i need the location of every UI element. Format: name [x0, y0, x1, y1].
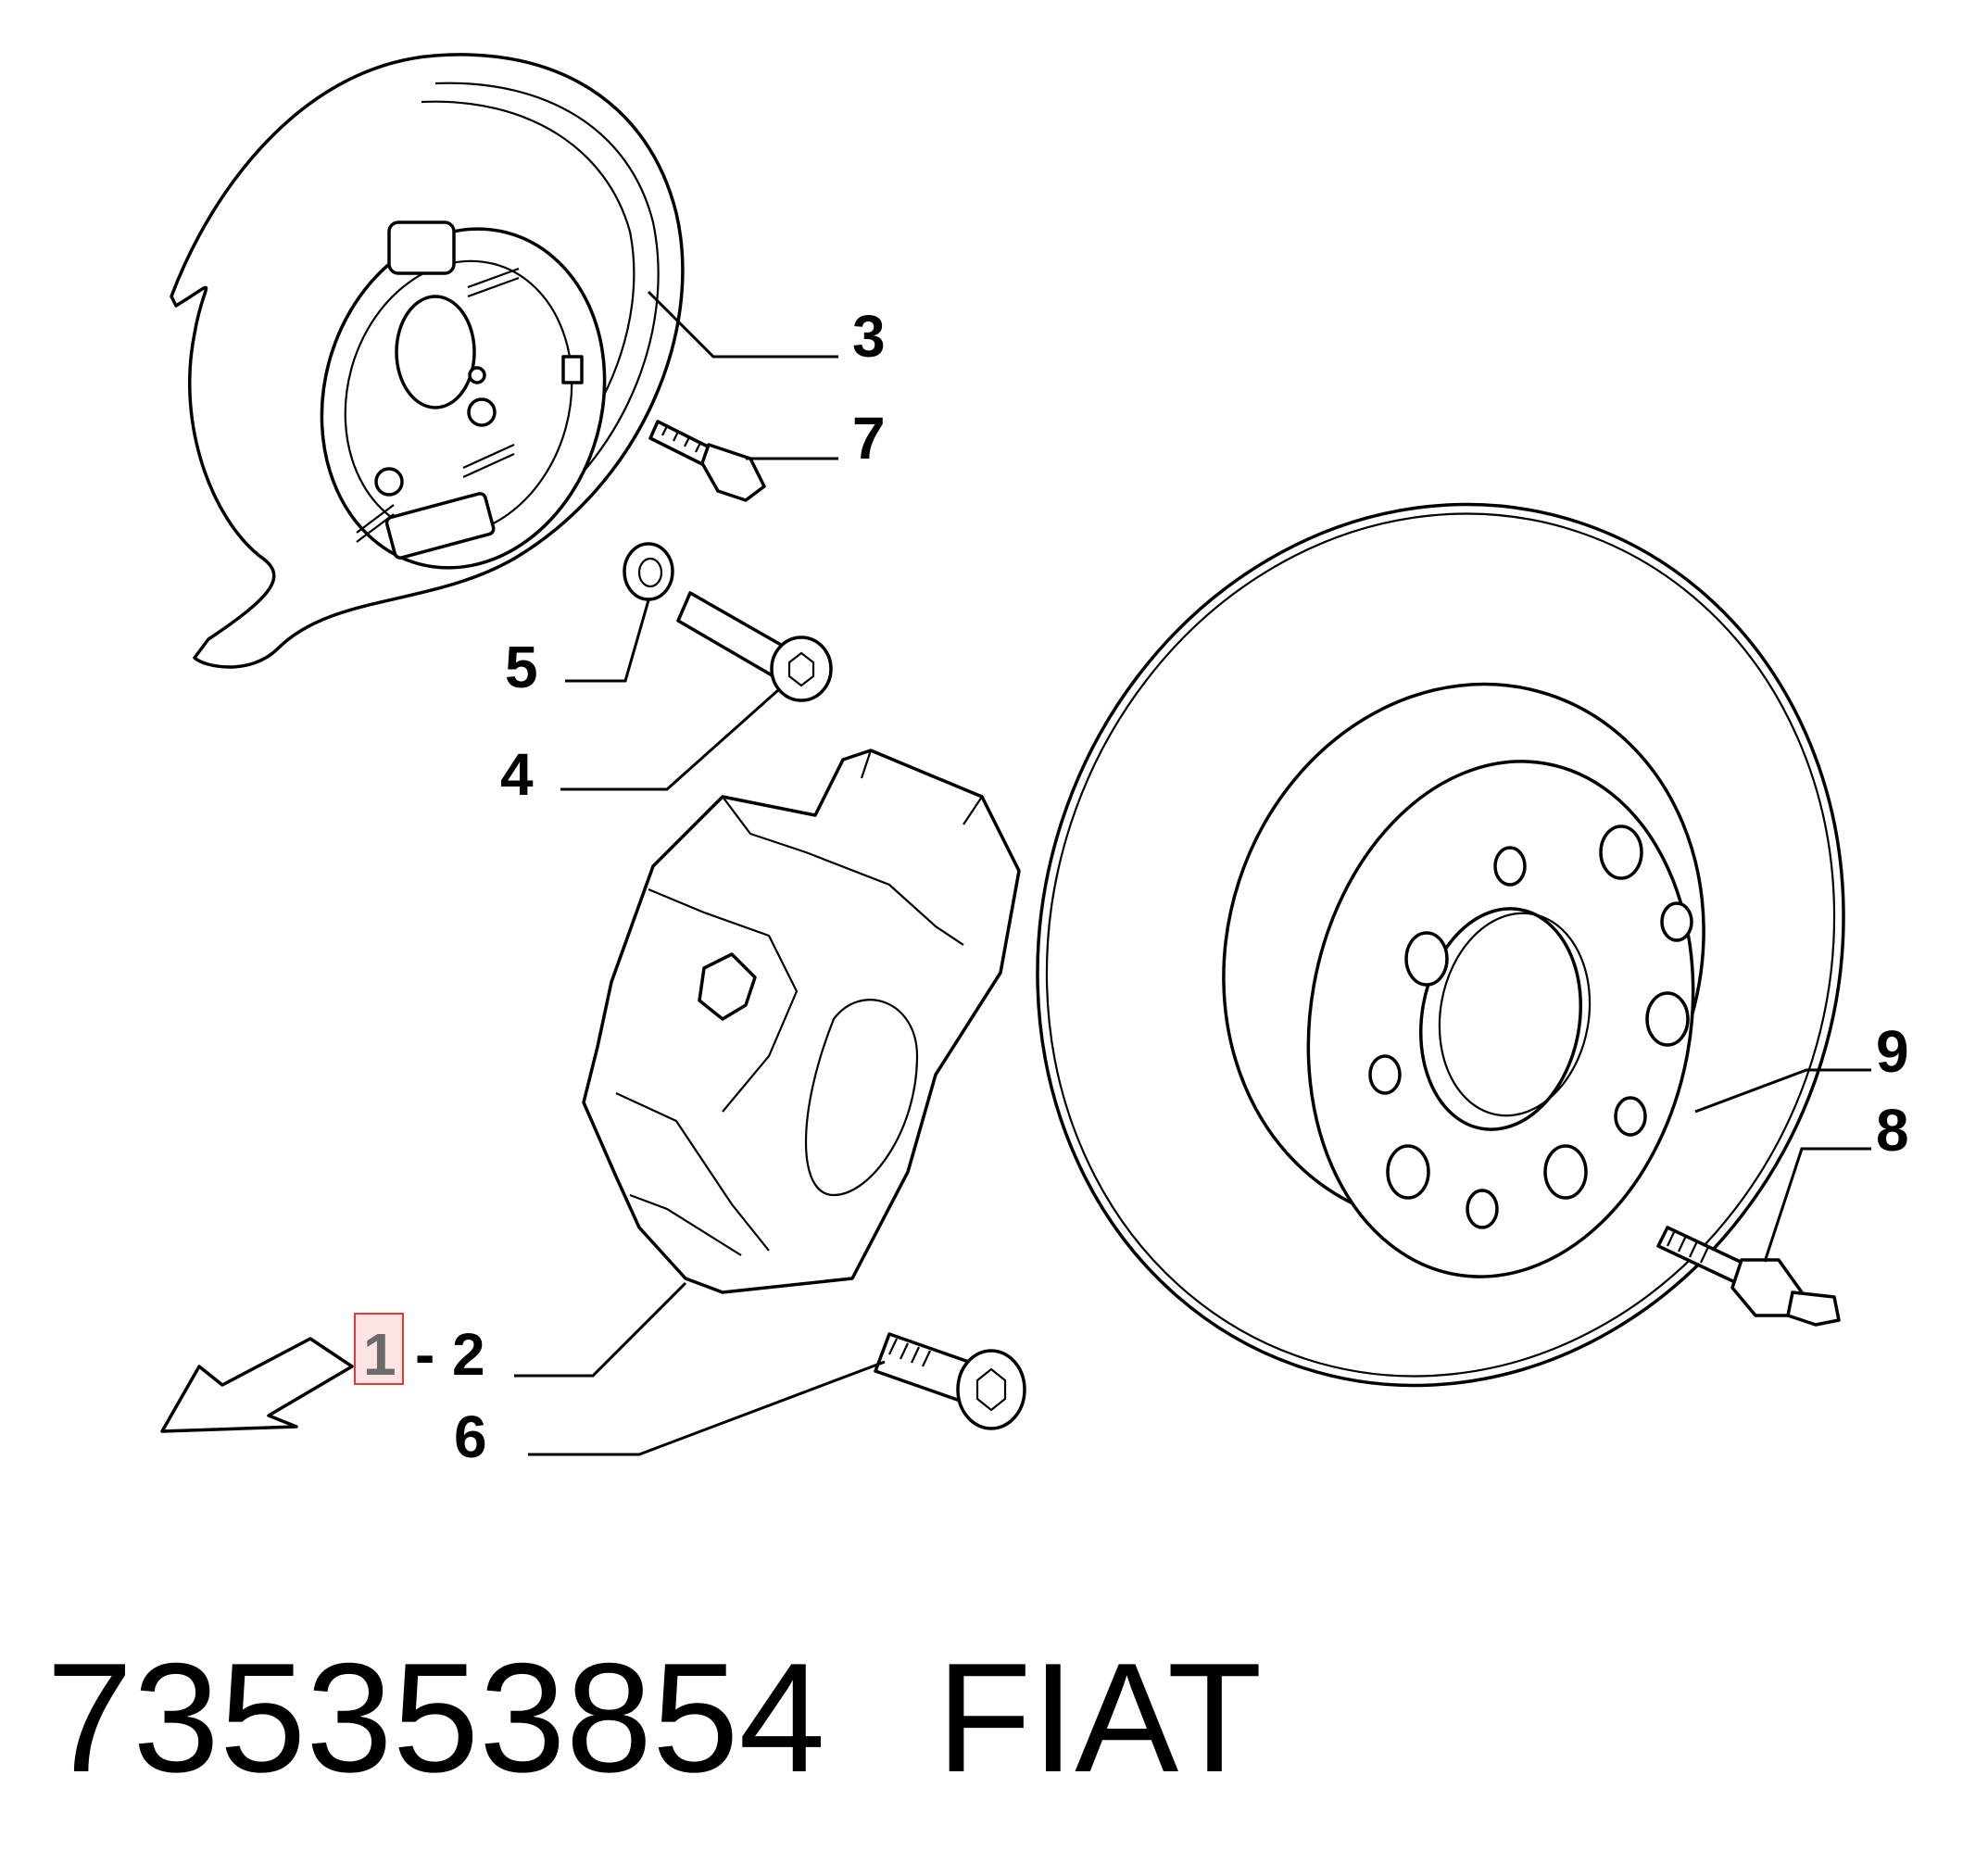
callout-dash: - [415, 1321, 434, 1388]
callout-3: 3 [852, 303, 886, 370]
leader-line-5 [565, 599, 650, 683]
callout-7: 7 [852, 405, 886, 472]
leader-line-6 [528, 1360, 886, 1456]
callout-4: 4 [500, 741, 534, 808]
callout-1-highlight-box [354, 1313, 404, 1385]
leader-line-4 [560, 688, 779, 791]
leader-line-3 [647, 290, 838, 359]
part-number: 735353854 [46, 1630, 825, 1805]
leader-line-9 [1694, 1068, 1871, 1114]
washer-5 [623, 542, 674, 601]
leader-line-8 [1763, 1147, 1871, 1263]
callout-9: 9 [1876, 1018, 1909, 1085]
brake-caliper [582, 749, 1021, 1294]
bolt-6 [874, 1332, 1026, 1430]
bolt-7 [648, 420, 766, 502]
direction-arrow [160, 1337, 354, 1433]
bolt-4 [676, 591, 833, 702]
stud-8 [1656, 1226, 1841, 1327]
backing-plate-assembly [170, 53, 685, 669]
brake-disc [1036, 502, 1845, 1388]
brand-name: FIAT [936, 1630, 1263, 1805]
callout-5: 5 [505, 634, 538, 700]
callout-1: 1 [363, 1321, 396, 1388]
callout-2: 2 [452, 1321, 485, 1388]
leader-line-1-2 [514, 1281, 687, 1378]
callout-6: 6 [454, 1404, 487, 1470]
callout-8: 8 [1876, 1097, 1909, 1164]
